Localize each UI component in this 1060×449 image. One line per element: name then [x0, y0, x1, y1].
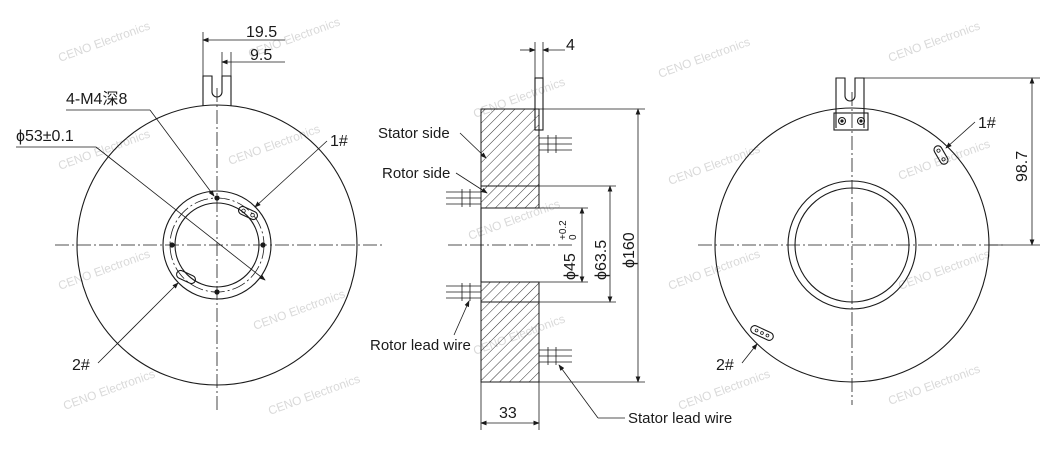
right-pin-1-label: 1#: [978, 115, 996, 132]
watermark: CENO Electronics: [886, 19, 982, 65]
right-pin-2-label: 2#: [716, 357, 734, 374]
slot-1: [238, 205, 258, 221]
stator-side-label: Stator side: [378, 125, 450, 142]
rotor-wire-top: [446, 189, 481, 207]
left-view: 19.5 9.5 4-M4深8 ϕ53±0.1 1# 2#: [16, 24, 385, 410]
section-tab: [534, 77, 544, 131]
watermark: CENO Electronics: [251, 287, 347, 333]
rotor-side-label: Rotor side: [382, 165, 450, 182]
watermark: CENO Electronics: [656, 35, 752, 81]
stator-block-bottom: [480, 301, 540, 383]
mount-holes-label: 4-M4深8: [66, 90, 127, 108]
watermark: CENO Electronics: [666, 247, 762, 293]
watermark: CENO Electronics: [226, 122, 322, 168]
dim-phi160: ϕ160: [621, 232, 638, 268]
slot-2: [176, 269, 196, 285]
rotor-block-top: [480, 185, 540, 209]
watermark: CENO Electronics: [266, 372, 362, 418]
dim-4: 4: [566, 37, 575, 54]
watermark: CENO Electronics: [886, 362, 982, 408]
dim-9-5: 9.5: [250, 47, 272, 64]
mount-hole: [169, 242, 175, 248]
mount-hole: [214, 289, 220, 295]
stator-lead-wire-label: Stator lead wire: [628, 410, 732, 427]
pcd-label: ϕ53±0.1: [16, 128, 74, 145]
dim-33: 33: [499, 405, 517, 422]
top-tab: [202, 75, 232, 106]
section-view: 4 33 ϕ160 ϕ63.5 ϕ45 +0.2 0 Stator side R…: [370, 37, 732, 430]
slot-1: [933, 145, 949, 165]
rotor-wire-bottom: [446, 283, 481, 301]
rotor-lead-wire-label: Rotor lead wire: [370, 337, 471, 354]
mount-hole: [260, 242, 266, 248]
watermark: CENO Electronics: [56, 247, 152, 293]
tol-plus: +0.2: [558, 220, 569, 240]
dim-19-5: 19.5: [246, 24, 277, 41]
stator-wire-bottom: [539, 347, 572, 365]
slot-2: [750, 325, 774, 341]
rotor-block-bottom: [480, 281, 540, 303]
right-view: 98.7 1# 2#: [698, 77, 1040, 405]
watermark: CENO Electronics: [56, 19, 152, 65]
left-pin-2-label: 2#: [72, 357, 90, 374]
stator-block-top: [480, 108, 540, 187]
tol-zero: 0: [568, 234, 579, 240]
stator-wire-top: [539, 135, 572, 153]
top-tab: [835, 77, 865, 128]
left-pin-1-label: 1#: [330, 133, 348, 150]
dim-phi63-5: ϕ63.5: [593, 240, 610, 280]
dim-phi45: ϕ45: [562, 253, 579, 280]
dim-98-7: 98.7: [1014, 151, 1031, 182]
watermark: CENO Electronics: [666, 142, 762, 188]
mount-hole: [214, 195, 220, 201]
